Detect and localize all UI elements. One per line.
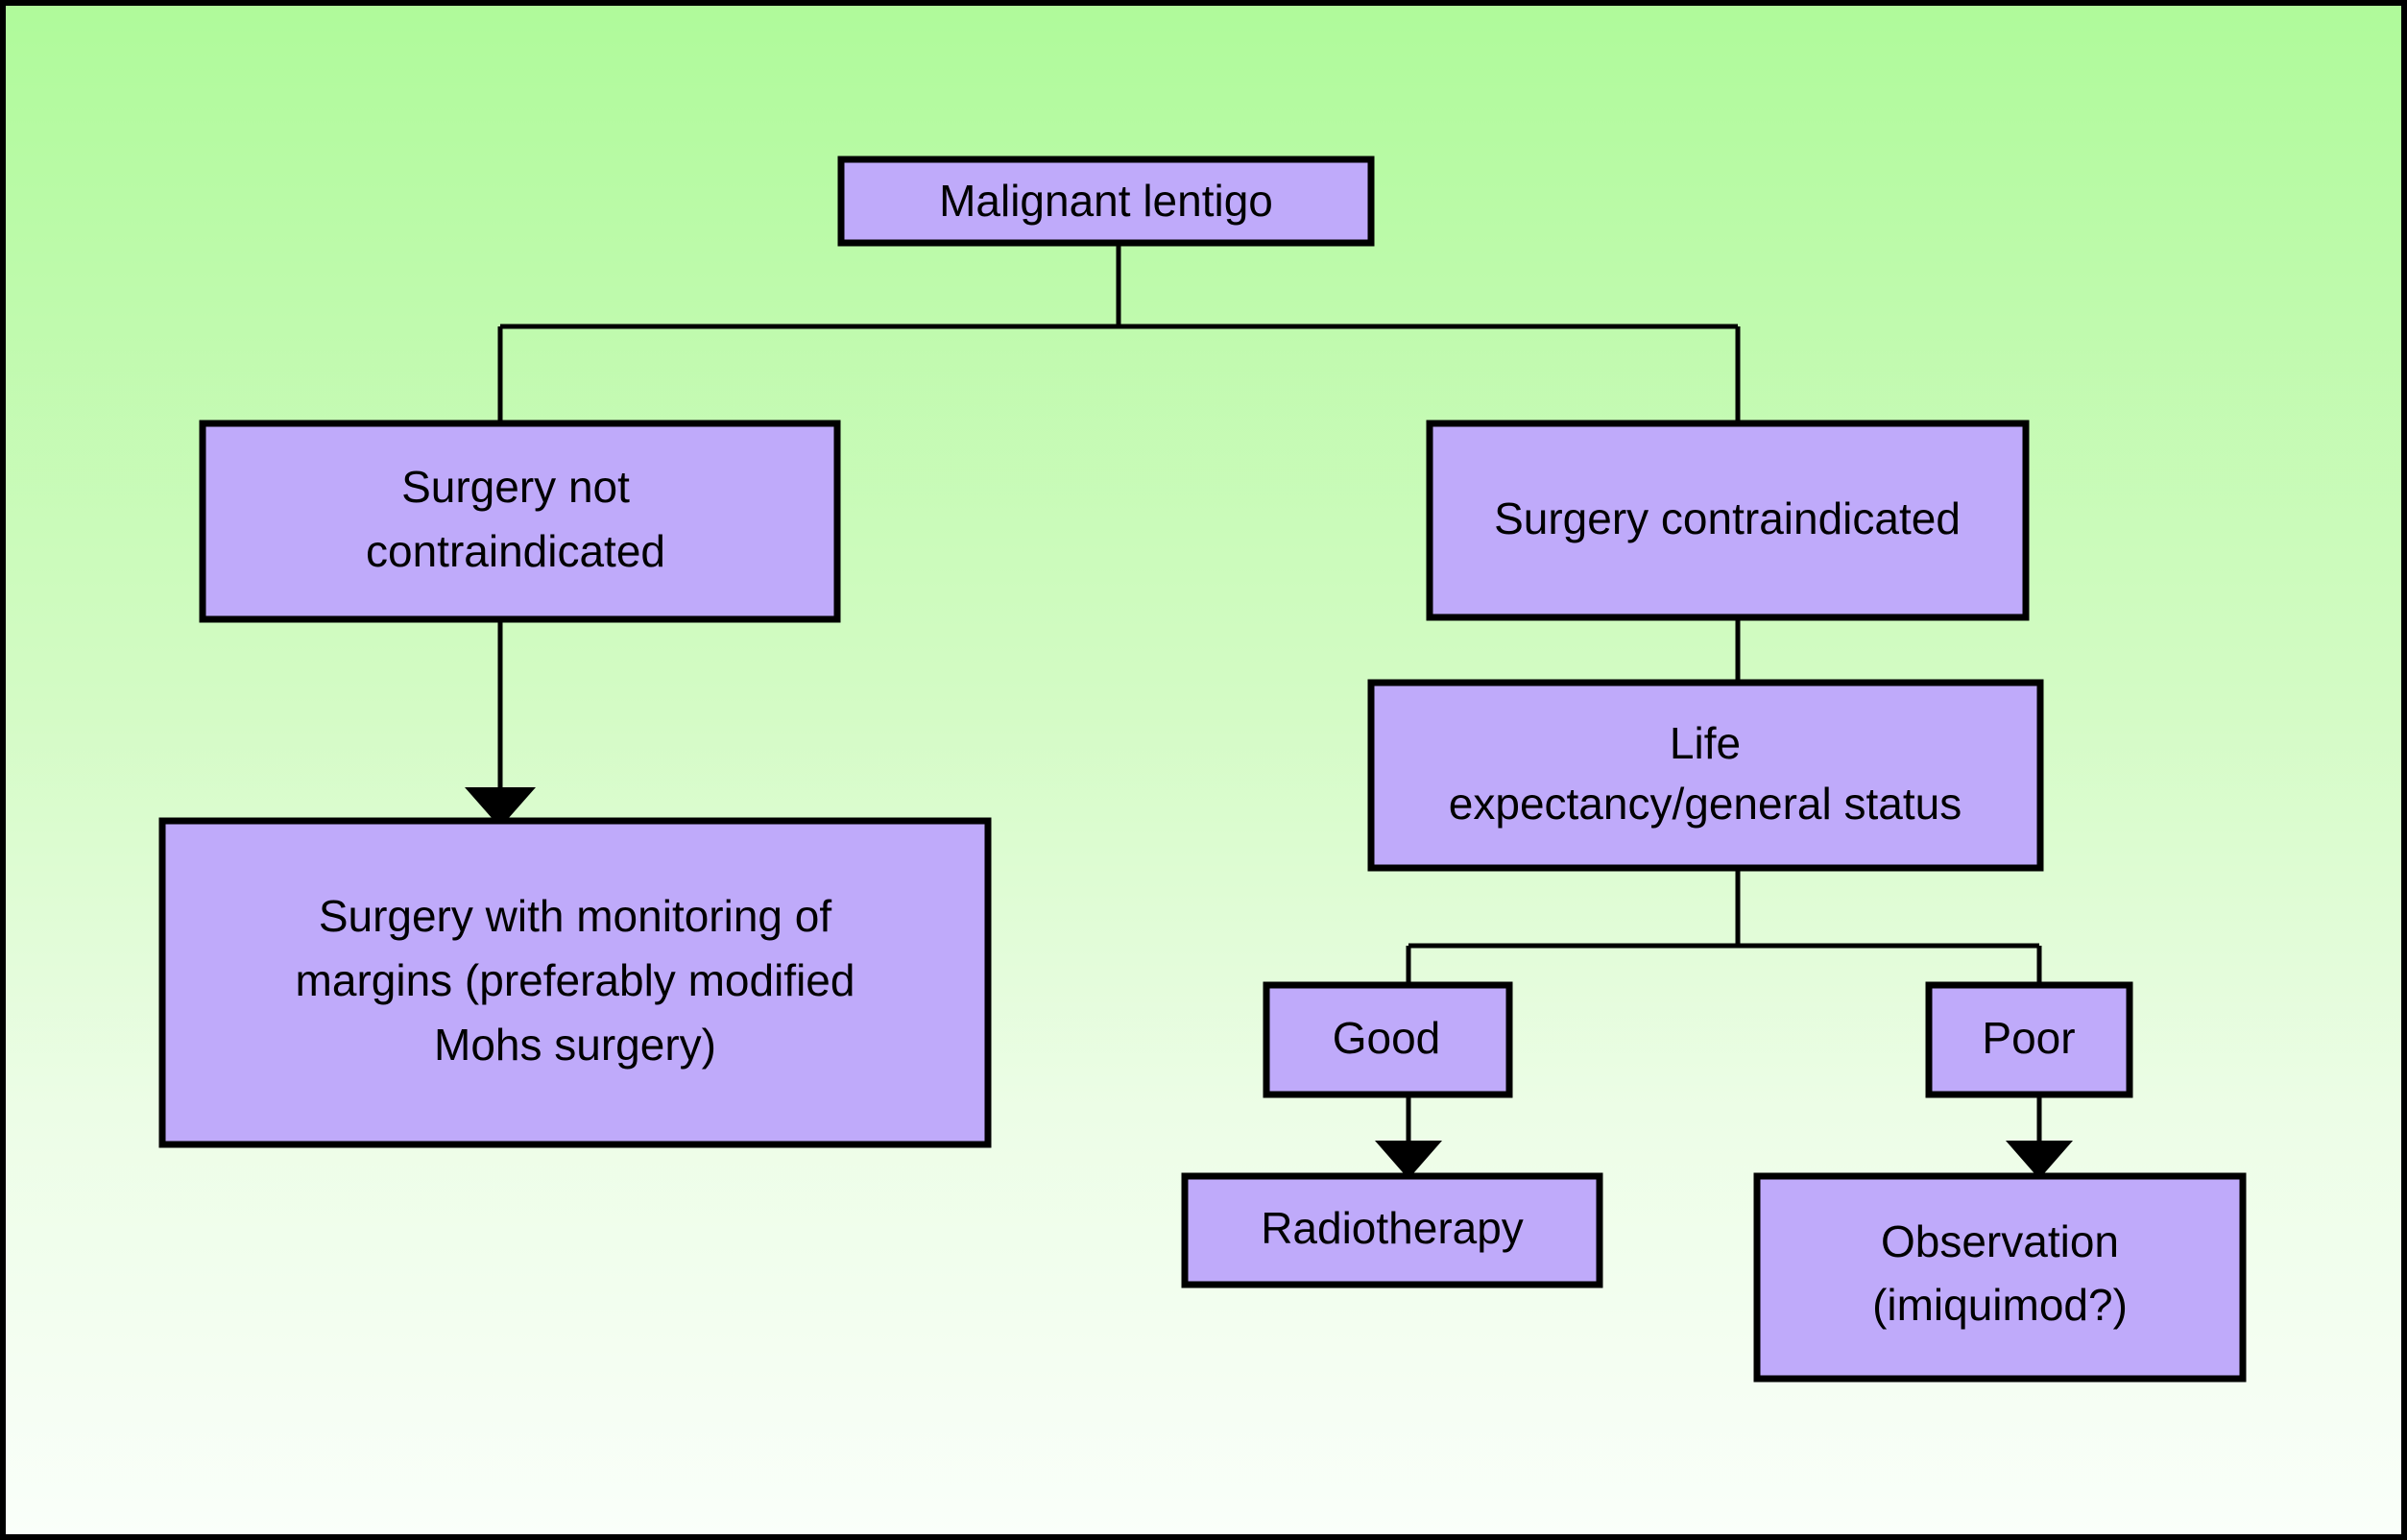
node-mohs-surgery-label-line3: Mohs surgery)	[434, 1020, 716, 1070]
node-observation[interactable]: Observation (imiquimod?)	[1753, 1172, 2247, 1383]
node-life-expectancy[interactable]: Life expectancy/general status	[1367, 679, 2044, 872]
node-observation-box[interactable]	[1753, 1172, 2247, 1383]
node-surgery-not-contraindicated-box[interactable]	[199, 420, 841, 623]
node-radiotherapy-box[interactable]	[1181, 1172, 1603, 1288]
node-life-expectancy-label-line2: expectancy/general status	[1449, 779, 1962, 829]
node-good-label: Good	[1333, 1013, 1441, 1063]
node-poor-box[interactable]	[1925, 981, 2133, 1098]
arrowhead-to-observation	[2006, 1141, 2073, 1179]
node-good[interactable]: Good	[1263, 981, 1513, 1098]
connector-layer	[465, 243, 2073, 1179]
node-mohs-surgery[interactable]: Surgery with monitoring of margins (pref…	[158, 817, 992, 1148]
node-life-expectancy-box[interactable]	[1367, 679, 2044, 872]
node-mohs-surgery-label-line2: margins (preferably modified	[296, 955, 855, 1005]
node-good-box[interactable]	[1263, 981, 1513, 1098]
node-radiotherapy[interactable]: Radiotherapy	[1181, 1172, 1603, 1288]
node-surgery-not-contraindicated-label-line1: Surgery not	[401, 462, 630, 512]
node-malignant-lentigo-label: Malignant lentigo	[939, 176, 1273, 226]
node-life-expectancy-label-line1: Life	[1670, 718, 1741, 768]
node-surgery-not-contraindicated[interactable]: Surgery not contraindicated	[199, 420, 841, 623]
node-malignant-lentigo[interactable]: Malignant lentigo	[837, 156, 1375, 247]
node-observation-label-line2: (imiquimod?)	[1872, 1280, 2128, 1330]
node-surgery-contraindicated-label: Surgery contraindicated	[1494, 493, 1961, 543]
arrowhead-to-mohs	[465, 787, 536, 828]
node-malignant-lentigo-box[interactable]	[837, 156, 1375, 247]
node-mohs-surgery-box[interactable]	[158, 817, 992, 1148]
arrowhead-to-radiotherapy	[1375, 1141, 1442, 1179]
node-poor-label: Poor	[1982, 1013, 2075, 1063]
node-surgery-contraindicated-box[interactable]	[1426, 420, 2030, 621]
node-radiotherapy-label: Radiotherapy	[1261, 1203, 1524, 1253]
node-observation-label-line1: Observation	[1881, 1216, 2119, 1266]
node-mohs-surgery-label-line1: Surgery with monitoring of	[319, 891, 832, 941]
node-surgery-not-contraindicated-label-line2: contraindicated	[366, 526, 665, 576]
node-poor[interactable]: Poor	[1925, 981, 2133, 1098]
node-surgery-contraindicated[interactable]: Surgery contraindicated	[1426, 420, 2030, 621]
